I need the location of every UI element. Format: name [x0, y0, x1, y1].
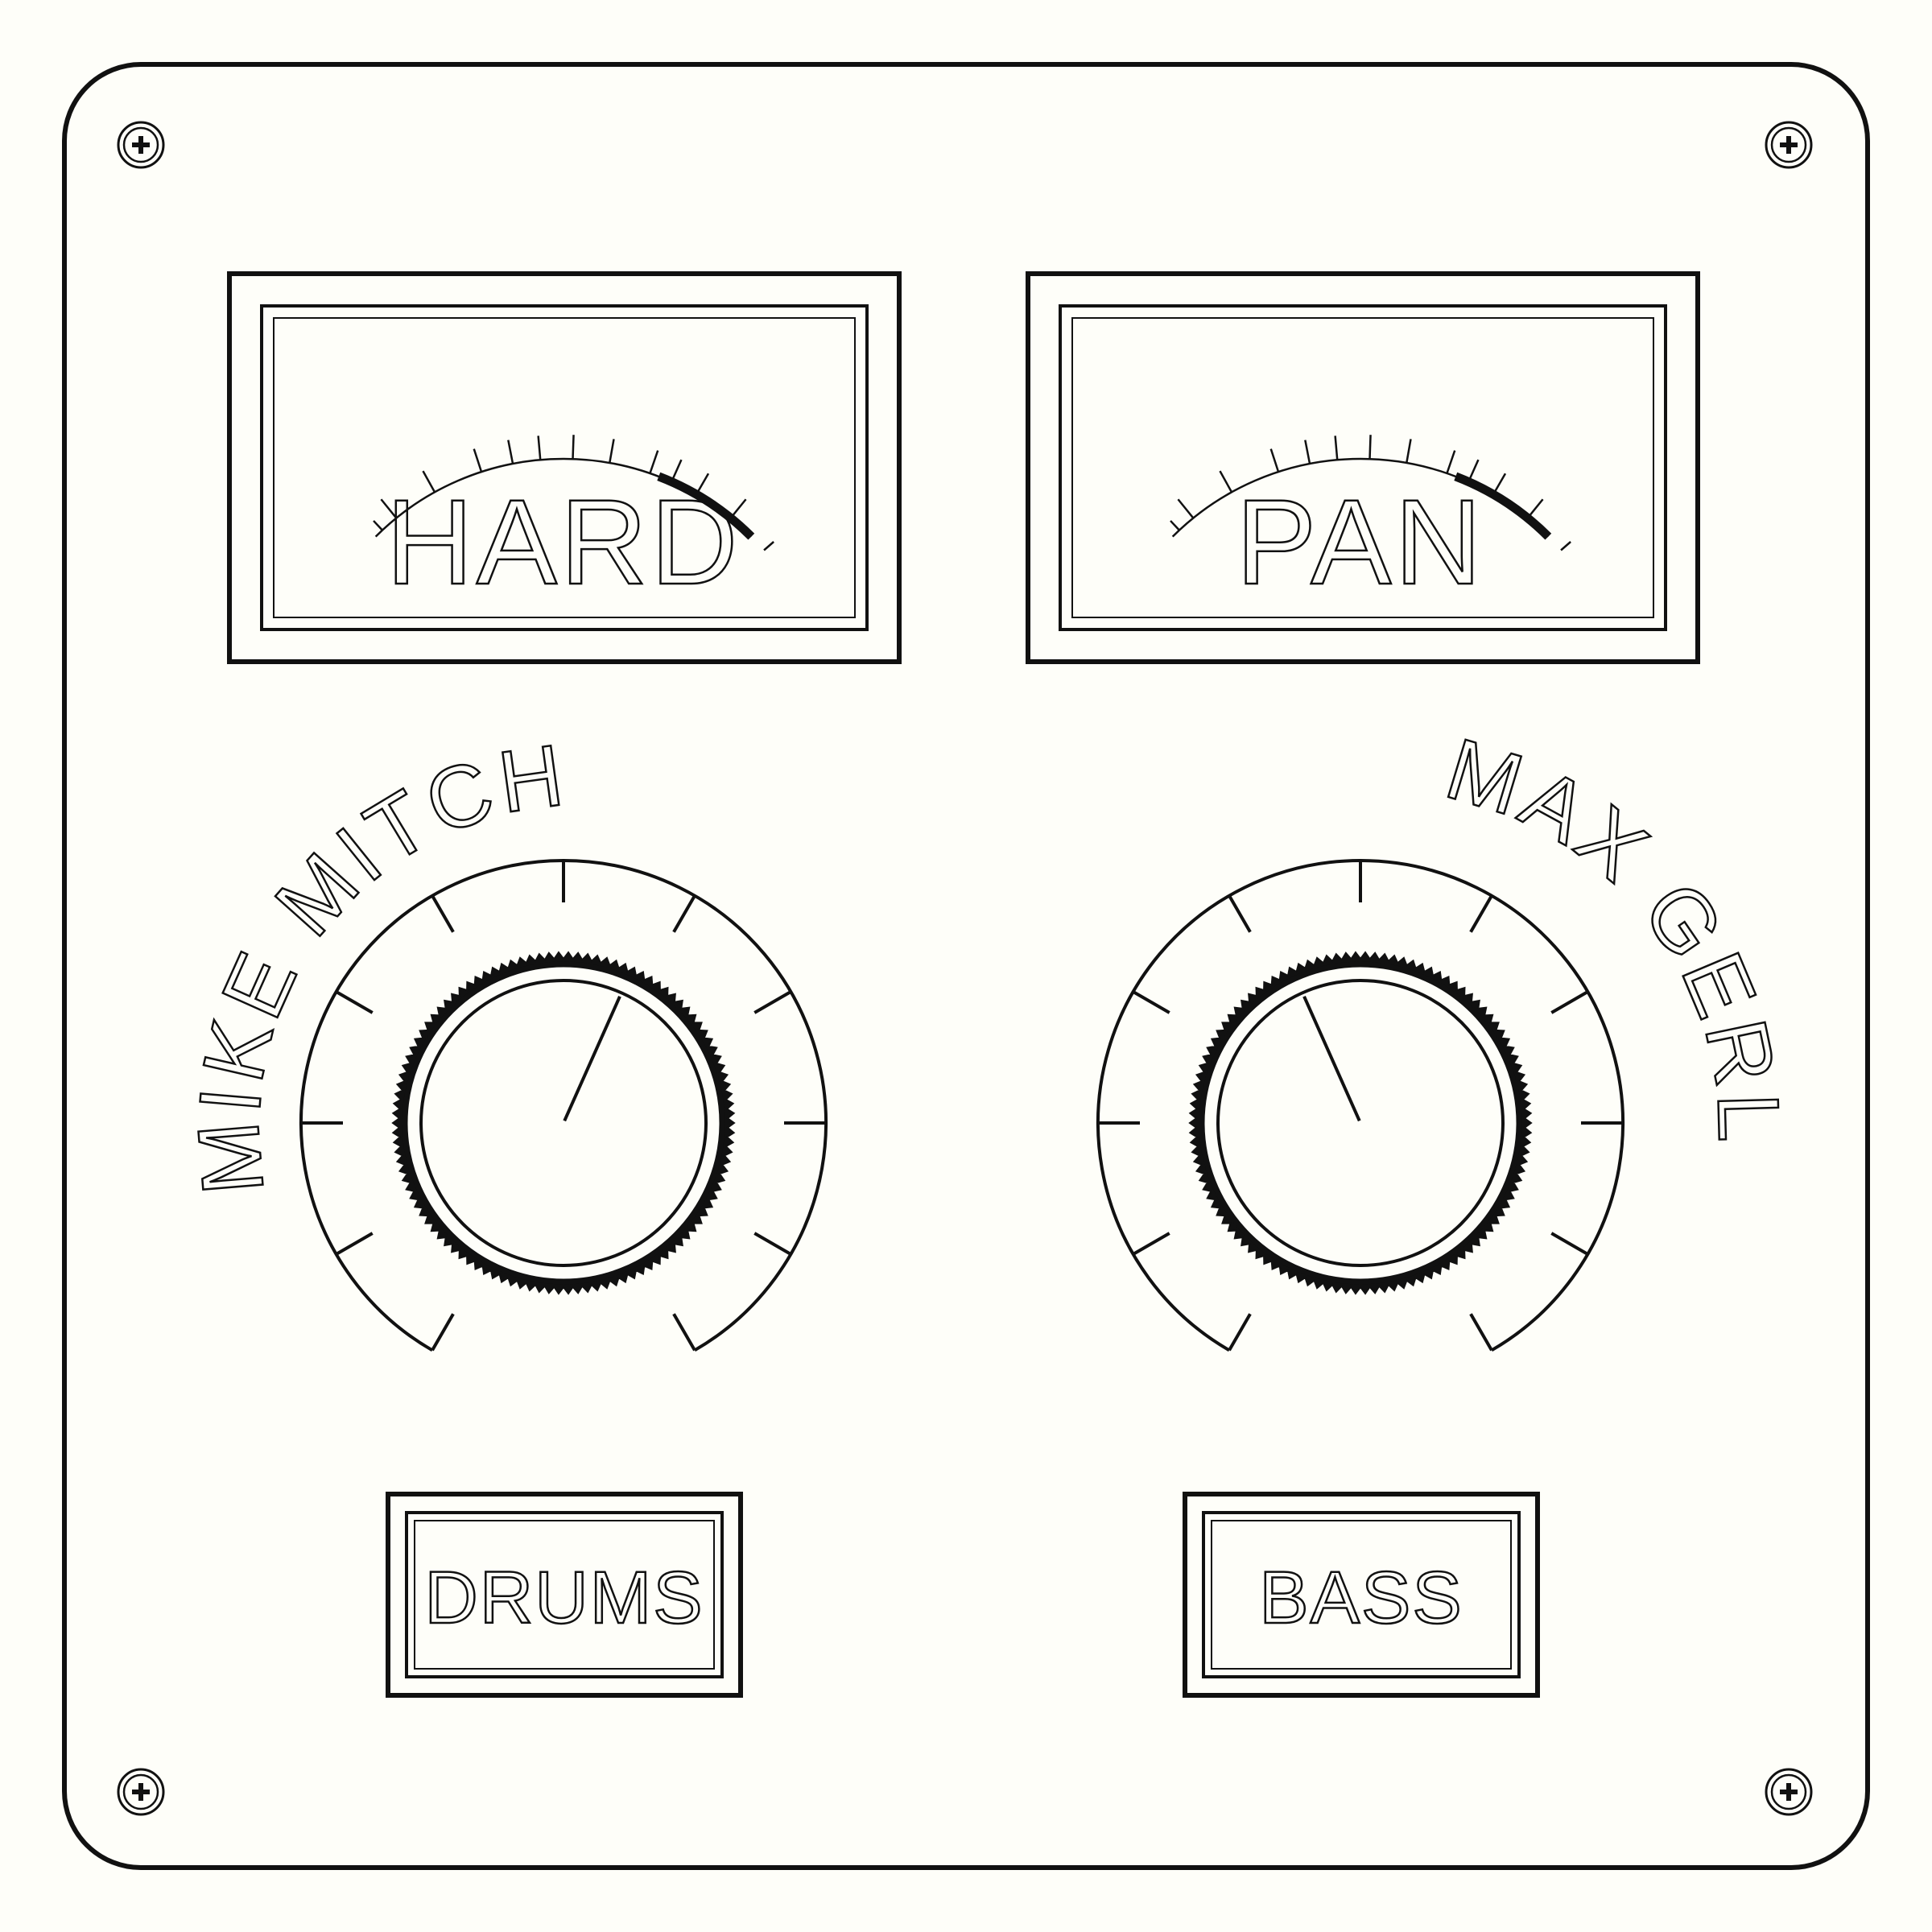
meter-tick: [1219, 470, 1233, 493]
knob-rim: [1199, 961, 1522, 1285]
drums-button[interactable]: DRUMS: [386, 1492, 743, 1698]
bass-button[interactable]: BASS: [1183, 1492, 1540, 1698]
screw-icon-bottom-right: [1765, 1768, 1813, 1816]
meter-gauge-left: [373, 435, 774, 551]
knob-left[interactable]: [299, 859, 828, 1352]
knob-dial-tick: [753, 990, 792, 1014]
meter-peak-zone: [657, 472, 755, 540]
meter-tick: [422, 470, 436, 493]
meter-label-left: HARD: [386, 474, 741, 609]
meter-tick: [537, 436, 542, 460]
knob-dial-tick: [335, 990, 374, 1014]
knob-dial-tick: [1469, 894, 1493, 933]
meter-peak-zone: [1454, 472, 1552, 540]
meter-tick: [1304, 440, 1311, 464]
panel-plate: [62, 62, 1870, 1870]
meter-tick: [473, 448, 483, 473]
screw-icon-top-right: [1765, 121, 1813, 169]
knob-dial-tick: [431, 894, 455, 933]
meter-tick: [1177, 498, 1195, 519]
meter-label-right: PAN: [1236, 474, 1484, 609]
meter-tick: [1334, 436, 1339, 460]
meter-tick: [1170, 520, 1180, 531]
knob-right[interactable]: [1096, 859, 1624, 1352]
knob-pointer: [1302, 996, 1361, 1122]
meter-tick: [1406, 439, 1412, 464]
meter-tick: [572, 435, 575, 460]
meter-right: PAN: [1026, 271, 1700, 664]
knob-dial-tick: [1228, 894, 1252, 933]
meter-tick: [671, 459, 683, 483]
meter-left: HARD: [227, 271, 902, 664]
meter-tick: [1492, 473, 1507, 495]
knob-dial-tick: [1469, 1313, 1493, 1352]
screw-icon-bottom-left: [117, 1768, 165, 1816]
knob-dial-tick: [672, 894, 696, 933]
meter-tick: [1468, 459, 1480, 483]
bass-button-label: BASS: [1259, 1557, 1463, 1639]
knob-dial-arc: [1096, 859, 1624, 1352]
knob-dial-arc: [299, 859, 828, 1352]
meter-tick: [609, 439, 615, 464]
meter-tick: [1269, 448, 1280, 473]
meter-tick: [380, 498, 398, 519]
knob-dial-tick: [431, 1313, 455, 1352]
meter-tick: [729, 498, 747, 519]
meter-tick: [763, 541, 774, 551]
knob-dial-tick: [1550, 1232, 1589, 1256]
knob-dial-tick: [672, 1313, 696, 1352]
knob-body: [1202, 964, 1519, 1282]
knob-dial-tick: [1132, 990, 1170, 1014]
knob-dial-tick: [335, 1232, 374, 1256]
knob-pointer: [563, 996, 621, 1122]
knob-body: [405, 964, 722, 1282]
drums-button-label: DRUMS: [424, 1557, 704, 1639]
meter-tick: [1526, 498, 1544, 519]
screw-icon-top-left: [117, 121, 165, 169]
meter-tick: [1368, 435, 1372, 460]
meter-gauge-right: [1170, 435, 1571, 551]
meter-tick: [1560, 541, 1571, 551]
knob-dial-tick: [1228, 1313, 1252, 1352]
meter-tick: [507, 440, 514, 464]
meter-tick: [1446, 450, 1456, 474]
meter-tick: [695, 473, 710, 495]
knob-cap: [419, 979, 708, 1267]
knob-cap: [1216, 979, 1505, 1267]
meter-tick: [373, 520, 383, 531]
meter-tick: [649, 450, 659, 474]
knob-dial-tick: [753, 1232, 792, 1256]
knob-dial-tick: [1550, 990, 1589, 1014]
knob-dial-tick: [1132, 1232, 1170, 1256]
knob-rim: [402, 961, 725, 1285]
